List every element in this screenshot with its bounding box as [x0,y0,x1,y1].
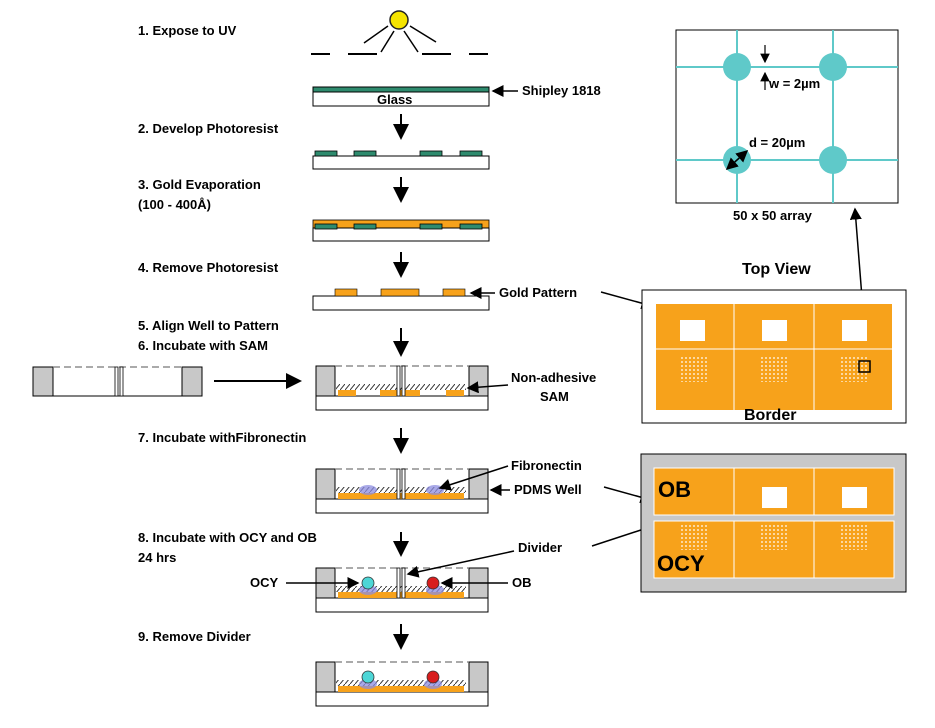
array-detail-panel [675,29,899,204]
sam-arrow [466,381,509,394]
w-dimension-label: w = 2µm [769,76,821,91]
glass-label: Glass [377,92,413,107]
divider-label: Divider [518,540,563,555]
ob-cell [426,576,440,590]
well-assembly-step9 [315,661,489,707]
step-5-label: 5. Align Well to Pattern [138,318,279,333]
step-3-sublabel: (100 - 400Å) [138,197,211,212]
substrate-step2 [312,150,490,170]
panel-ocy-label: OCY [657,551,705,576]
substrate-step3 [312,219,490,242]
step-8-sublabel: 24 hrs [138,550,177,565]
well-assembly-step6 [315,365,489,411]
ob-label: OB [512,575,532,590]
step-7-label: 7. Incubate withFibronectin [138,430,307,445]
fibronectin-label: Fibronectin [511,458,582,473]
step-4-label: 4. Remove Photoresist [138,260,279,275]
sam-label: SAM [540,389,569,404]
step-9-label: 9. Remove Divider [138,629,251,644]
step-2-label: 2. Develop Photoresist [138,121,279,136]
gold-pattern-label: Gold Pattern [499,285,578,300]
non-adhesive-label: Non-adhesive [511,370,597,385]
ocy-cell [361,576,375,590]
well-assembly-step8 [315,567,489,613]
pdms-well-loose [32,366,203,397]
well-assembly-step7 [315,468,489,514]
step-8-label: 8. Incubate with OCY and OB [138,530,317,545]
top-view-title: Top View [742,261,811,278]
step-1-label: 1. Expose to UV [138,23,237,38]
ocy-label: OCY [250,575,279,590]
border-label: Border [744,407,797,424]
top-view-panel [641,289,907,424]
shipley-label: Shipley 1818 [522,83,601,98]
divider-arrow-left [406,550,515,578]
substrate-step4 [312,288,490,311]
panel-ob-label: OB [658,477,691,502]
step-3-label: 3. Gold Evaporation [138,177,261,192]
step-6-label: 6. Incubate with SAM [138,338,269,353]
pdms-well-label: PDMS Well [514,482,582,497]
uv-sun-icon [363,10,437,53]
array-caption: 50 x 50 array [733,208,812,223]
fibronectin-arrow [438,465,509,491]
glass-substrate-step1 [312,86,490,107]
well-top-view-panel [640,453,907,593]
d-dimension-label: d = 20µm [749,135,806,150]
